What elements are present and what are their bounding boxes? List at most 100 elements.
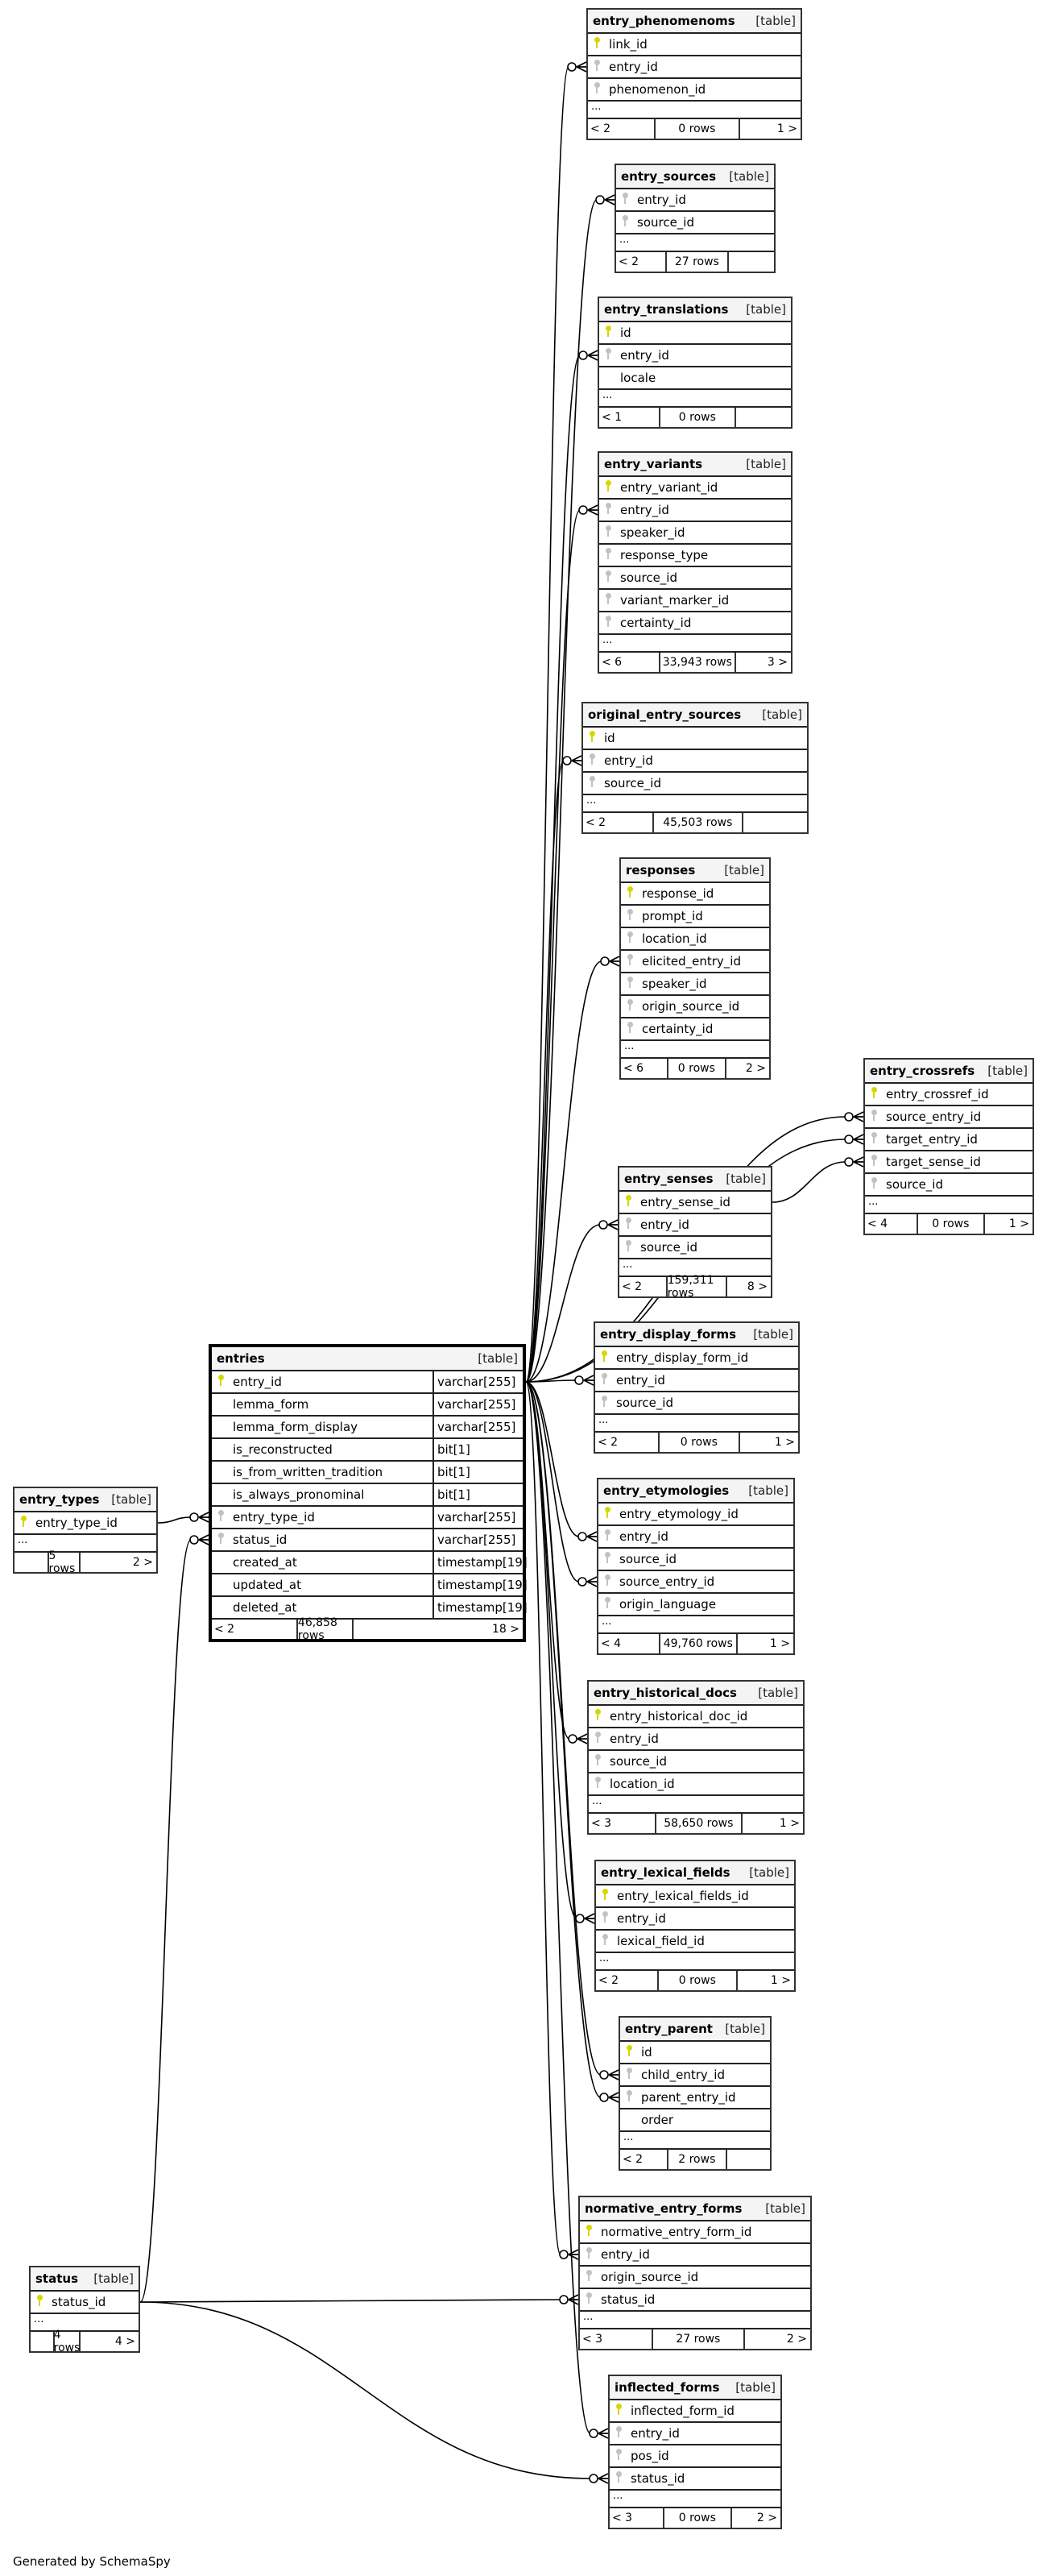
children-count[interactable]: 8 > xyxy=(747,1280,768,1293)
table-name[interactable]: entry_types xyxy=(19,1492,100,1507)
table-name[interactable]: normative_entry_forms xyxy=(585,2201,743,2216)
column-row[interactable]: source_id xyxy=(598,1549,793,1571)
column-row[interactable]: source_id xyxy=(595,1392,798,1415)
more-columns[interactable]: ... xyxy=(865,1197,1033,1214)
table-header[interactable]: entry_translations[table] xyxy=(599,298,791,322)
more-columns[interactable]: ... xyxy=(599,390,791,408)
column-row[interactable]: lexical_field_id xyxy=(596,1931,794,1953)
table-name[interactable]: entry_lexical_fields xyxy=(601,1865,730,1880)
column-row[interactable]: source_id xyxy=(583,773,807,795)
column-row[interactable]: response_type xyxy=(599,545,791,567)
column-row[interactable]: source_entry_id xyxy=(865,1106,1033,1129)
table-header[interactable]: entry_phenomenoms[table] xyxy=(588,10,801,34)
column-row[interactable]: inflected_form_id xyxy=(610,2400,780,2423)
column-row[interactable]: locale xyxy=(599,367,791,390)
table-name[interactable]: entry_crossrefs xyxy=(870,1064,975,1078)
more-columns[interactable]: ... xyxy=(31,2314,139,2332)
more-columns[interactable]: ... xyxy=(619,1259,771,1277)
column-row[interactable]: origin_language xyxy=(598,1594,793,1616)
column-row[interactable]: entry_id xyxy=(580,2244,810,2267)
parents-count[interactable] xyxy=(31,2332,56,2351)
column-row[interactable]: pos_id xyxy=(610,2445,780,2468)
children-count[interactable]: 1 > xyxy=(769,1637,790,1650)
parents-count[interactable]: < 2 xyxy=(588,119,656,139)
children-count[interactable]: 1 > xyxy=(779,1817,800,1830)
column-row[interactable]: source_id xyxy=(619,1237,771,1259)
column-row[interactable]: entry_display_form_id xyxy=(595,1347,798,1370)
table-header[interactable]: original_entry_sources[table] xyxy=(583,703,807,728)
column-row[interactable]: status_id xyxy=(31,2292,139,2314)
table-normative-entry-forms[interactable]: normative_entry_forms[table]normative_en… xyxy=(578,2196,812,2350)
parents-count[interactable]: < 1 xyxy=(599,408,660,427)
parents-count[interactable]: < 2 xyxy=(619,1277,668,1296)
table-header[interactable]: entry_senses[table] xyxy=(619,1168,771,1192)
column-row[interactable]: entry_id xyxy=(610,2423,780,2445)
column-row[interactable]: source_entry_id xyxy=(598,1571,793,1594)
column-row[interactable]: entry_lexical_fields_id xyxy=(596,1885,794,1908)
parents-count[interactable] xyxy=(14,1553,49,1572)
more-columns[interactable]: ... xyxy=(589,1796,803,1814)
table-header[interactable]: entry_etymologies[table] xyxy=(598,1479,793,1504)
children-count[interactable] xyxy=(736,408,791,427)
children-count[interactable]: 2 > xyxy=(756,2512,777,2524)
column-row[interactable]: order xyxy=(620,2109,770,2132)
column-row[interactable]: entry_sense_id xyxy=(619,1192,771,1214)
column-row[interactable]: entry_id xyxy=(599,500,791,522)
table-header[interactable]: entry_sources[table] xyxy=(616,165,774,189)
table-entry-lexical-fields[interactable]: entry_lexical_fields[table]entry_lexical… xyxy=(594,1860,796,1992)
more-columns[interactable]: ... xyxy=(598,1616,793,1634)
column-row[interactable]: speaker_id xyxy=(599,522,791,545)
table-header[interactable]: entry_historical_docs[table] xyxy=(589,1682,803,1706)
table-name[interactable]: responses xyxy=(626,863,696,877)
column-row[interactable]: location_id xyxy=(621,928,769,951)
column-row[interactable]: entry_id xyxy=(619,1214,771,1237)
children-count[interactable]: 1 > xyxy=(776,122,797,135)
table-header[interactable]: entry_parent[table] xyxy=(620,2018,770,2042)
table-header[interactable]: entry_lexical_fields[table] xyxy=(596,1861,794,1885)
table-name[interactable]: entry_sources xyxy=(621,169,717,184)
parents-count[interactable]: < 3 xyxy=(580,2329,653,2349)
children-count[interactable] xyxy=(729,252,774,272)
parents-count[interactable]: < 2 xyxy=(595,1433,660,1452)
column-row[interactable]: parent_entry_id xyxy=(620,2087,770,2109)
table-entry-historical-docs[interactable]: entry_historical_docs[table]entry_histor… xyxy=(587,1680,805,1835)
children-count[interactable]: 2 > xyxy=(786,2333,807,2346)
column-row[interactable]: source_id xyxy=(589,1751,803,1773)
column-row[interactable]: child_entry_id xyxy=(620,2064,770,2087)
column-row[interactable]: phenomenon_id xyxy=(588,79,801,102)
table-name[interactable]: entry_display_forms xyxy=(600,1327,737,1342)
table-header[interactable]: entry_crossrefs[table] xyxy=(865,1060,1033,1084)
children-count[interactable] xyxy=(743,813,807,832)
parents-count[interactable]: < 2 xyxy=(616,252,667,272)
more-columns[interactable]: ... xyxy=(583,795,807,813)
more-columns[interactable]: ... xyxy=(580,2312,810,2329)
column-row[interactable]: origin_source_id xyxy=(580,2267,810,2289)
table-entry-types[interactable]: entry_types[table]entry_type_id...5 rows… xyxy=(13,1487,158,1575)
parents-count[interactable]: < 2 xyxy=(212,1620,298,1639)
column-row[interactable]: status_id xyxy=(610,2468,780,2491)
column-row[interactable]: target_sense_id xyxy=(865,1151,1033,1174)
column-row[interactable]: entry_variant_id xyxy=(599,477,791,500)
column-row[interactable]: prompt_id xyxy=(621,906,769,928)
table-name[interactable]: entry_variants xyxy=(604,457,703,471)
children-count[interactable]: 18 > xyxy=(492,1623,519,1636)
parents-count[interactable]: < 2 xyxy=(620,2150,668,2169)
table-name[interactable]: entry_phenomenoms xyxy=(593,14,735,28)
children-count[interactable]: 1 > xyxy=(1008,1217,1029,1230)
table-header[interactable]: entry_display_forms[table] xyxy=(595,1323,798,1347)
more-columns[interactable]: ... xyxy=(596,1953,794,1971)
table-name[interactable]: entry_historical_docs xyxy=(594,1686,737,1700)
children-count[interactable]: 2 > xyxy=(745,1062,766,1075)
column-row[interactable]: entry_id xyxy=(589,1728,803,1751)
